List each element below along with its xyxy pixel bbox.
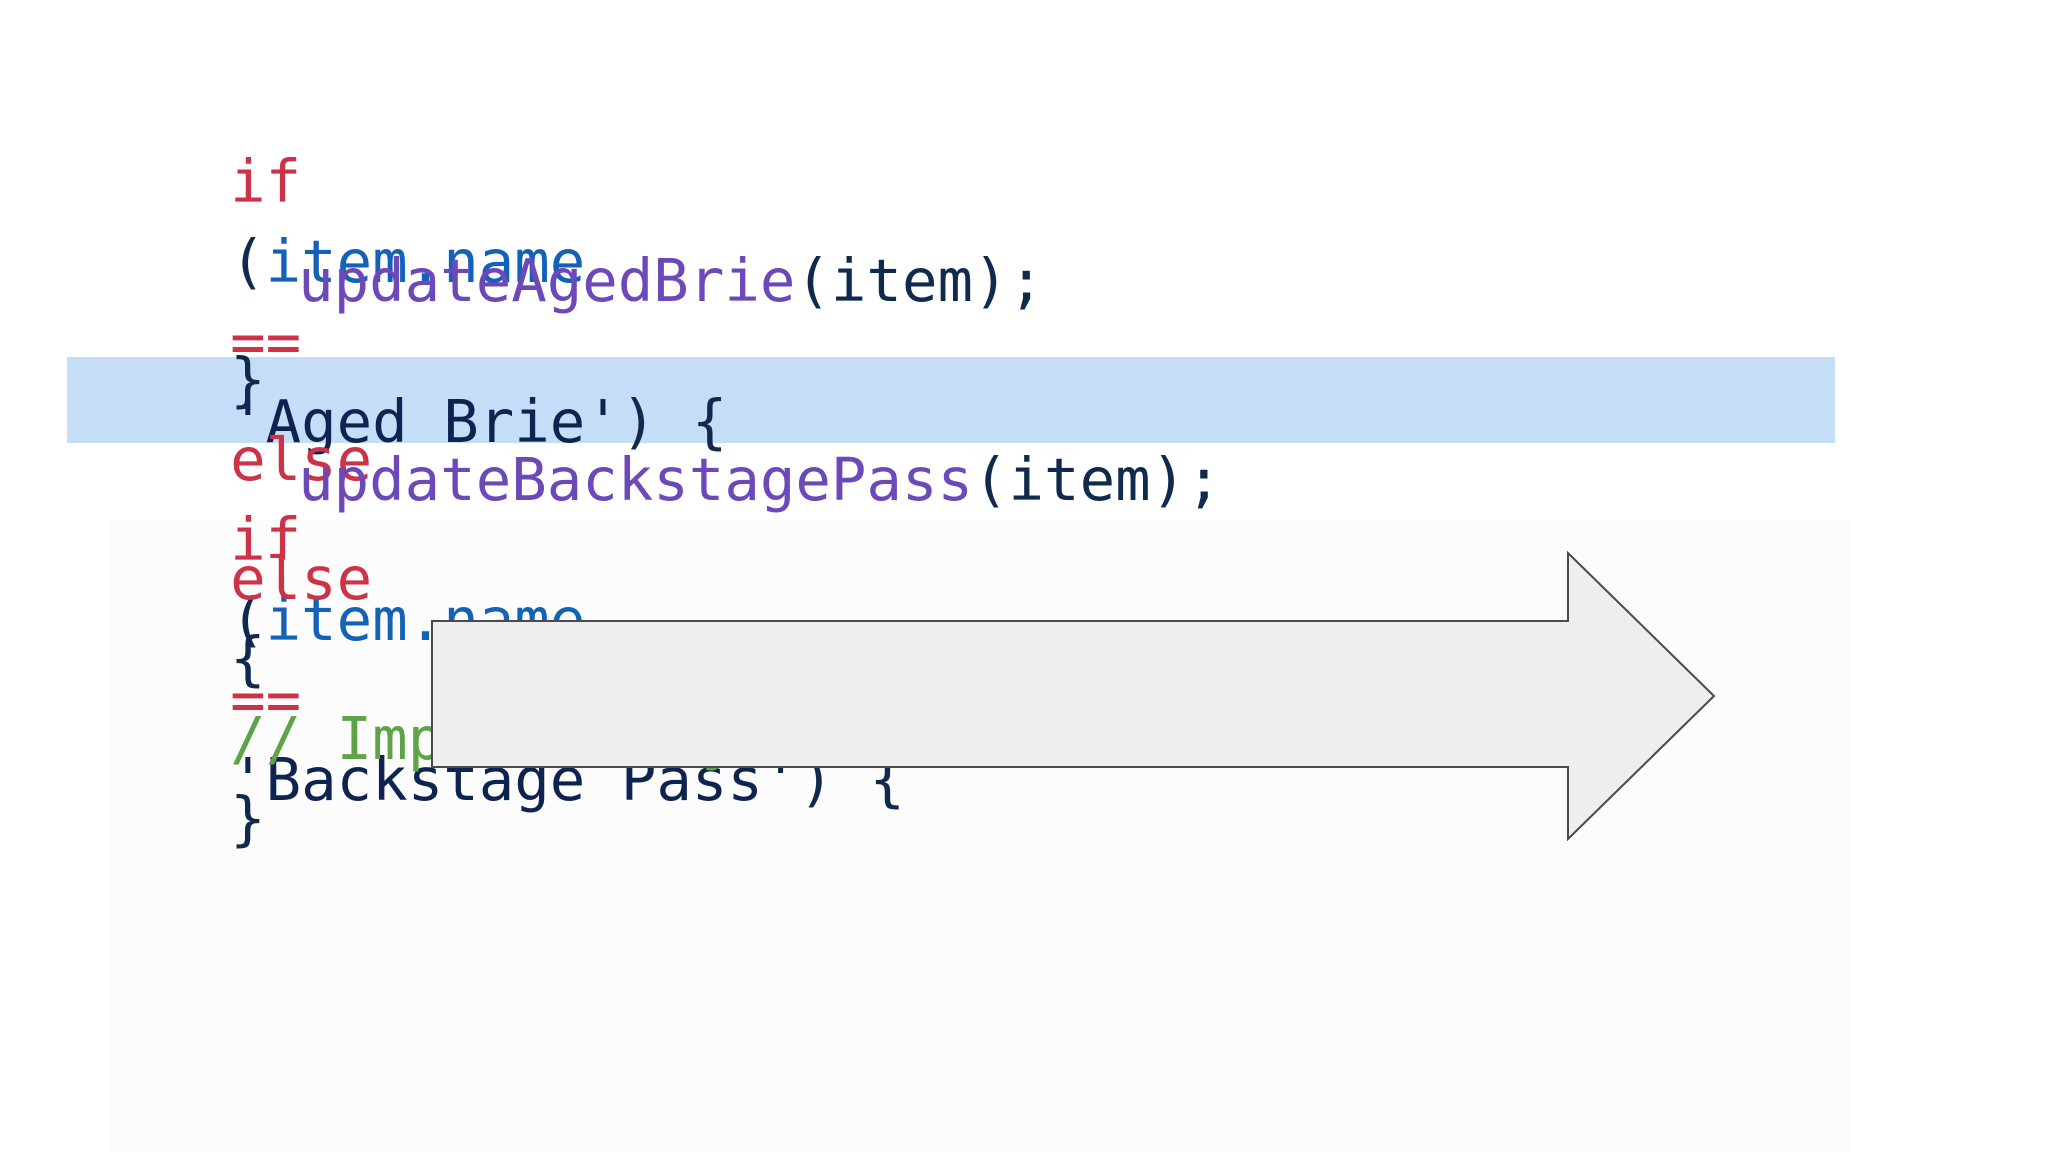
highlighted-code-line <box>67 357 1835 443</box>
paren-open: ( <box>230 585 266 654</box>
closing-brace: } <box>230 784 266 853</box>
code-line-update-aged-brie: updateAgedBrie(item); <box>156 161 1044 315</box>
right-arrow-icon <box>431 550 1716 842</box>
paren-close-brace: ) { <box>620 387 728 456</box>
function-args: (item); <box>973 445 1222 514</box>
function-args: (item); <box>795 246 1045 315</box>
code-line-update-backstage-pass: updateBackstagePass(item); <box>156 360 1222 514</box>
code-line-else-comment: else { // Implementação } <box>88 459 798 853</box>
closing-brace: } <box>230 345 266 414</box>
keyword-if: if <box>230 505 302 574</box>
equality-operator: == <box>230 665 302 734</box>
code-line-else-if-backstage: } else if (item.name == 'Backstage Pass'… <box>88 260 905 814</box>
opening-brace: { <box>230 624 266 693</box>
equality-operator: == <box>230 307 302 376</box>
code-line-if-aged-brie: if (item.name == 'Aged Brie') { <box>88 62 727 456</box>
string-aged-brie: 'Aged Brie' <box>230 387 621 456</box>
function-update-aged-brie: updateAgedBrie <box>298 246 796 315</box>
function-update-backstage-pass: updateBackstagePass <box>298 445 973 514</box>
property-item-name: item.name <box>265 227 586 296</box>
keyword-else: else <box>230 425 373 494</box>
paren-open: ( <box>230 227 266 296</box>
keyword-else: else <box>230 544 373 613</box>
right-arrow-shape <box>431 550 1716 842</box>
keyword-if: if <box>230 147 302 216</box>
